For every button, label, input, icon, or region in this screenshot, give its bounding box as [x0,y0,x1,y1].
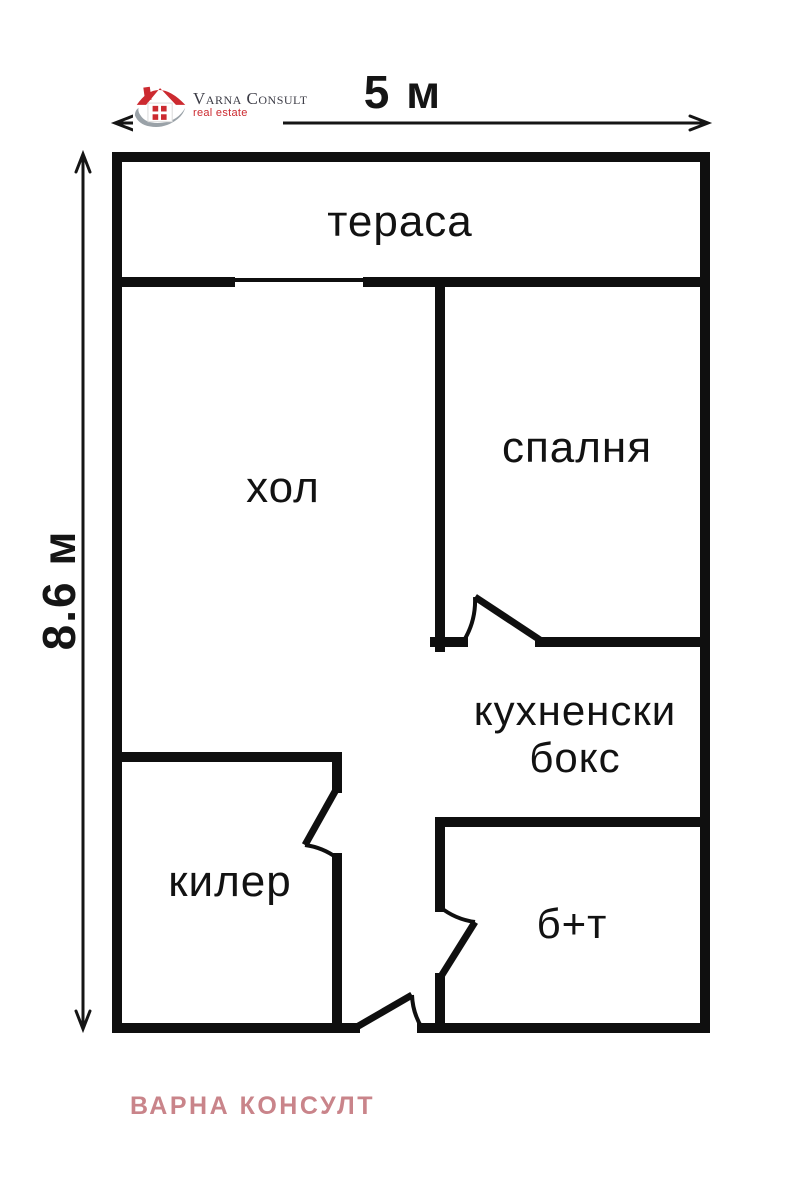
bathroom-door [437,905,478,980]
logo-house-icon [134,86,186,127]
bathroom-walls [435,817,710,1033]
room-label-kitchen-line2: бокс [529,734,621,781]
room-label-closet: килер [168,857,292,906]
closet-walls [112,752,342,1033]
room-label-hall: хол [246,463,320,512]
room-label-terrace: тераса [327,197,473,246]
footer-brand-text: ВАРНА КОНСУЛТ [130,1092,375,1120]
room-label-bathroom: б+т [536,900,608,947]
width-dimension-label: 5 м [363,66,443,118]
height-dimension-label: 8.6 м [33,529,85,651]
entrance-door [353,991,424,1032]
brand-logo: Varna Consult real estate [133,68,307,140]
room-label-kitchen-line1: кухненски [473,687,677,734]
logo-brand-name: Varna Consult [193,88,308,108]
height-dimension-arrow [74,149,92,1034]
room-label-bedroom: спалня [501,423,653,472]
outer-walls [112,152,710,1033]
logo-tagline: real estate [193,106,248,119]
closet-door [301,786,341,860]
bedroom-door [461,594,542,644]
